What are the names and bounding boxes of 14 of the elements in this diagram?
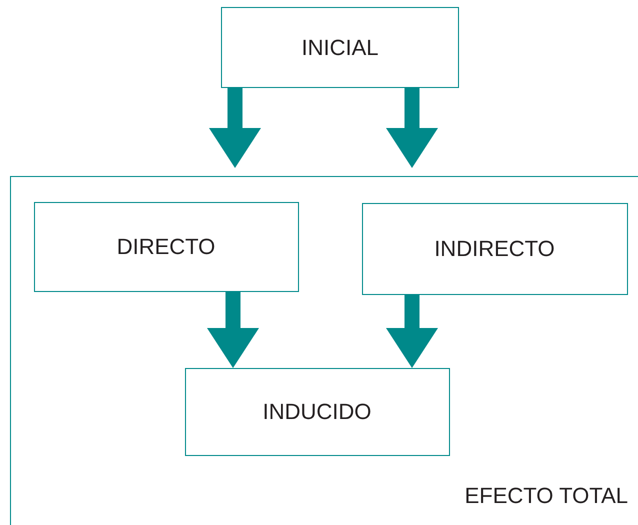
arrow — [207, 292, 259, 368]
box-label: INDUCIDO — [262, 398, 372, 424]
group-label: EFECTO TOTAL — [464, 483, 628, 509]
process-box — [34, 202, 298, 292]
arrow — [209, 88, 261, 168]
box-label: INDIRECTO — [434, 236, 555, 262]
process-box — [221, 7, 459, 88]
group-frame — [10, 176, 638, 525]
arrow — [386, 88, 438, 168]
process-box — [184, 368, 450, 456]
arrow — [386, 295, 438, 368]
process-box — [362, 202, 628, 294]
box-label: INICIAL — [301, 34, 379, 60]
box-label: DIRECTO — [116, 234, 216, 260]
